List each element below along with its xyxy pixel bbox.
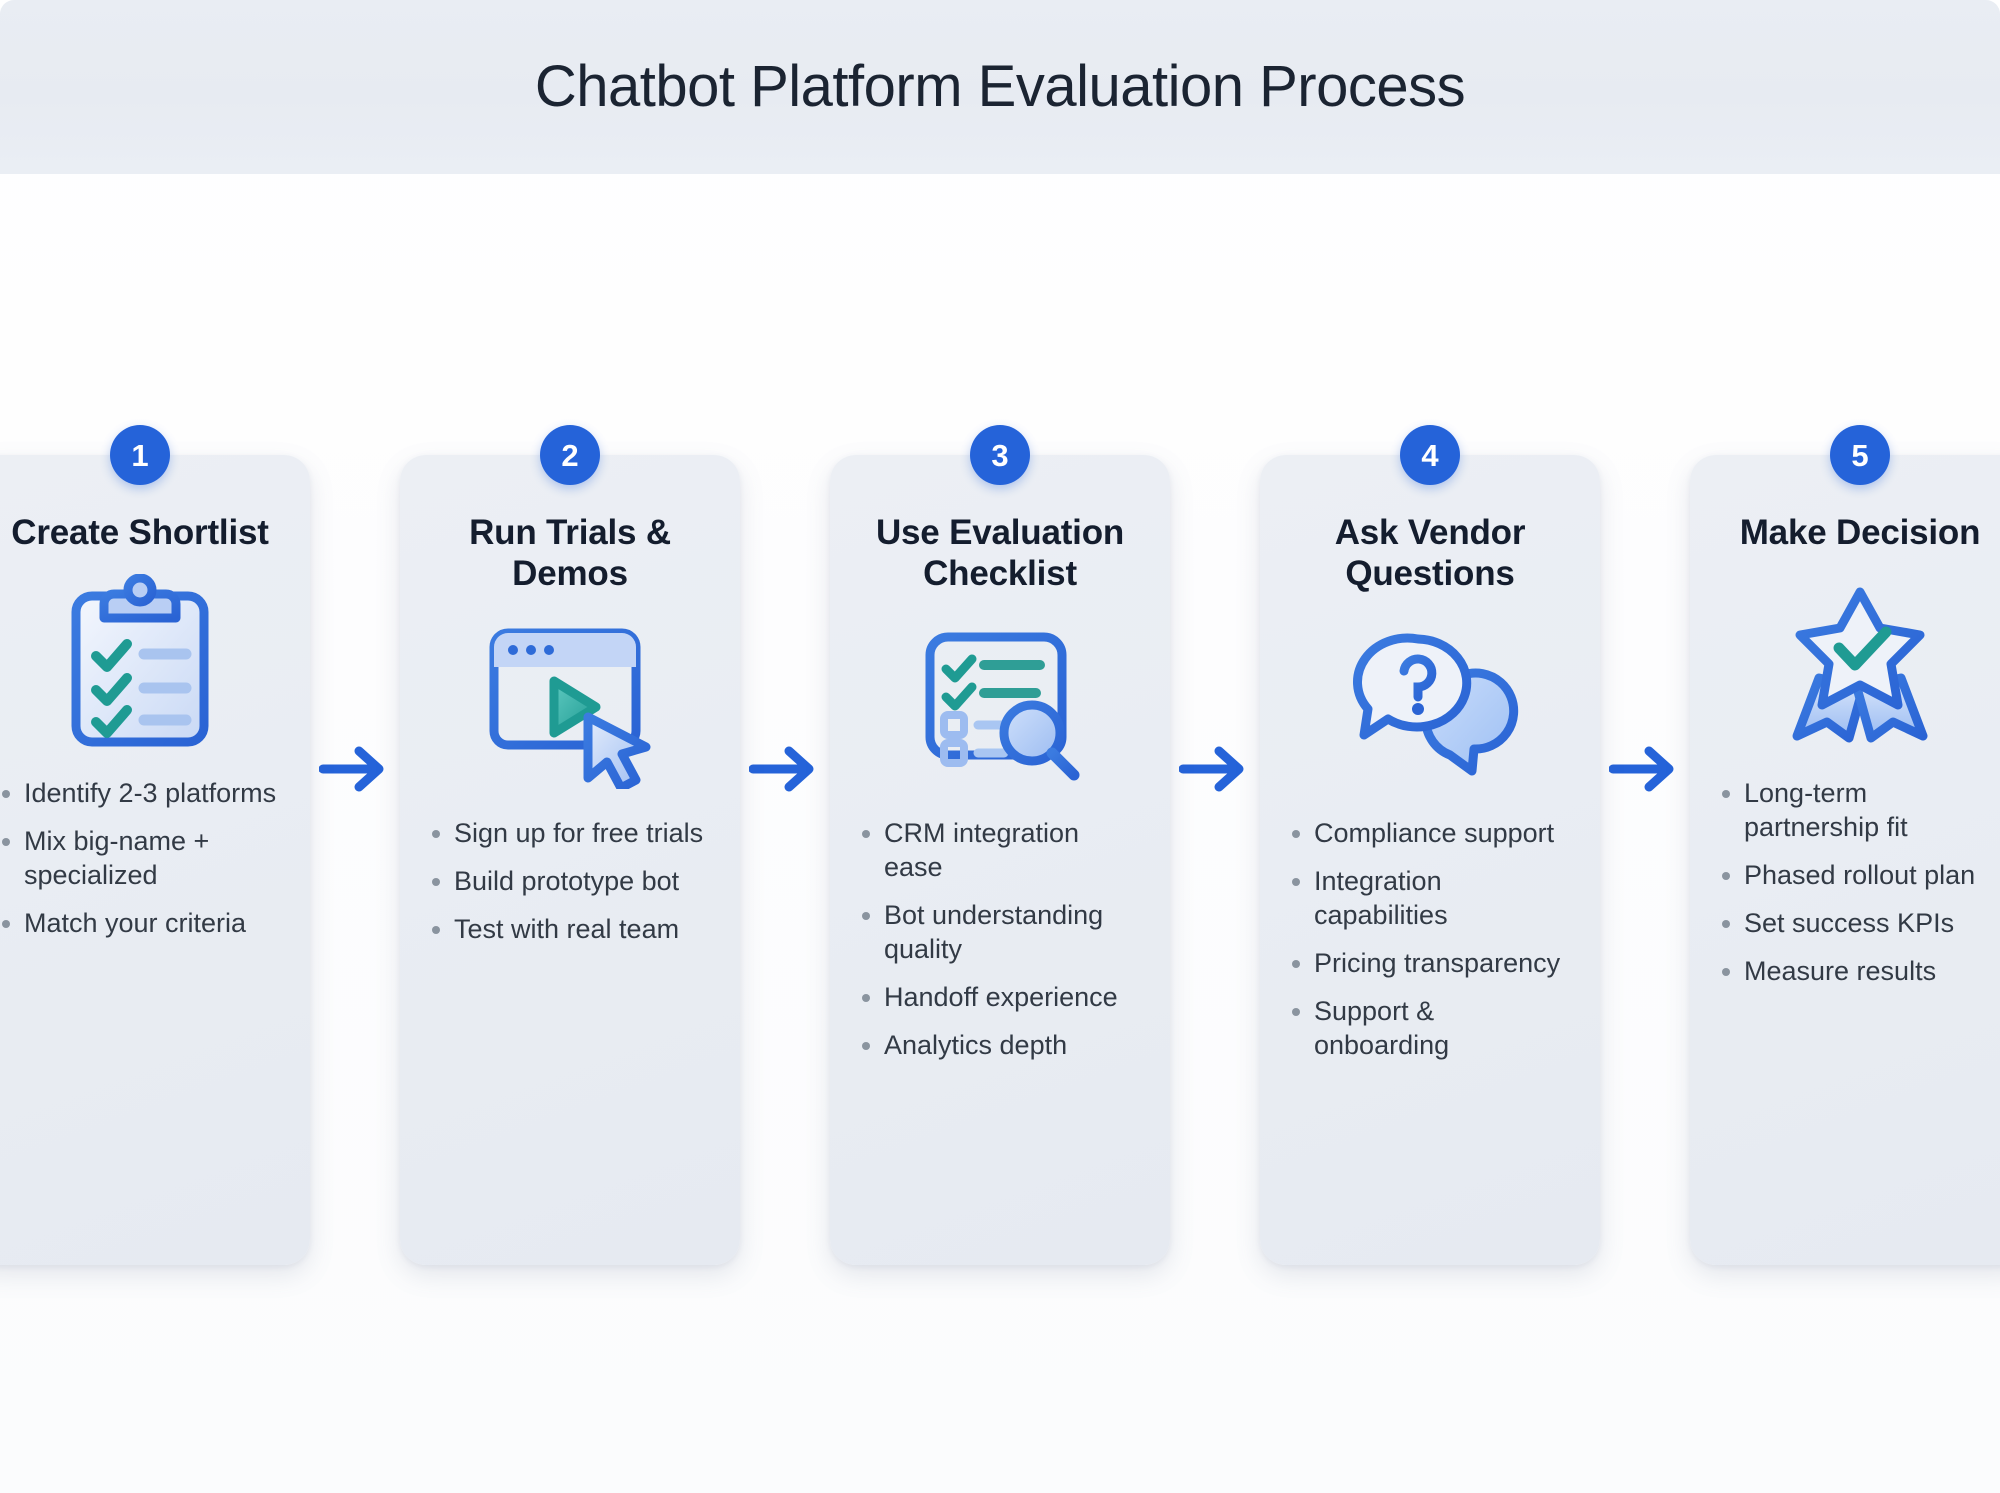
list-item: Measure results <box>1716 954 2000 988</box>
list-item: Test with real team <box>426 912 714 946</box>
step-card-2[interactable]: 2 Run Trials & Demos <box>400 425 740 1265</box>
list-item: Bot understanding quality <box>856 898 1144 966</box>
list-item: Set success KPIs <box>1716 906 2000 940</box>
bullet-list-1: Identify 2-3 platforms Mix big-name + sp… <box>0 776 284 954</box>
list-item: Phased rollout plan <box>1716 858 2000 892</box>
list-item: Pricing transparency <box>1286 946 1574 980</box>
step-card-1[interactable]: 1 Create Shortlist <box>0 425 310 1265</box>
step-number-badge-4: 4 <box>1400 425 1460 485</box>
bullet-list-4: Compliance support Integration capabilit… <box>1286 816 1574 1076</box>
clipboard-checklist-icon <box>0 564 284 764</box>
arrow-right-icon <box>740 745 830 793</box>
arrow-right-icon <box>1170 745 1260 793</box>
process-flow: 1 Create Shortlist <box>0 425 2000 1265</box>
step-number-badge-1: 1 <box>110 425 170 485</box>
list-item: Support & onboarding <box>1286 994 1574 1062</box>
arrow-right-icon <box>310 745 400 793</box>
step-card-3[interactable]: 3 Use Evaluation Checklist <box>830 425 1170 1265</box>
list-item: Long-term partnership fit <box>1716 776 2000 844</box>
step-card-5[interactable]: 5 Make Decision <box>1690 425 2000 1265</box>
arrow-right-icon <box>1600 745 1690 793</box>
checklist-magnifier-icon <box>856 604 1144 804</box>
list-item: Match your criteria <box>0 906 284 940</box>
header-band: Chatbot Platform Evaluation Process <box>0 0 2000 174</box>
step-number-badge-3: 3 <box>970 425 1030 485</box>
star-award-check-icon <box>1716 564 2000 764</box>
page-title: Chatbot Platform Evaluation Process <box>534 54 1466 120</box>
browser-play-cursor-icon <box>426 604 714 804</box>
step-title-4: Ask Vendor Questions <box>1334 513 1526 593</box>
step-title-2: Run Trials & Demos <box>469 513 671 593</box>
list-item: Compliance support <box>1286 816 1574 850</box>
step-number-badge-5: 5 <box>1830 425 1890 485</box>
list-item: Handoff experience <box>856 980 1144 1014</box>
bullet-list-2: Sign up for free trials Build prototype … <box>426 816 714 960</box>
bullet-list-5: Long-term partnership fit Phased rollout… <box>1716 776 2000 1002</box>
list-item: Analytics depth <box>856 1028 1144 1062</box>
list-item: CRM integration ease <box>856 816 1144 884</box>
step-title-1: Create Shortlist <box>11 513 269 552</box>
list-item: Sign up for free trials <box>426 816 714 850</box>
question-speech-bubbles-icon <box>1286 604 1574 804</box>
list-item: Mix big-name + specialized <box>0 824 284 892</box>
step-card-4[interactable]: 4 Ask Vendor Questions <box>1260 425 1600 1265</box>
step-title-3: Use Evaluation Checklist <box>875 513 1125 593</box>
step-title-5: Make Decision <box>1739 513 1981 552</box>
list-item: Integration capabilities <box>1286 864 1574 932</box>
list-item: Build prototype bot <box>426 864 714 898</box>
list-item: Identify 2-3 platforms <box>0 776 284 810</box>
bullet-list-3: CRM integration ease Bot understanding q… <box>856 816 1144 1076</box>
step-number-badge-2: 2 <box>540 425 600 485</box>
